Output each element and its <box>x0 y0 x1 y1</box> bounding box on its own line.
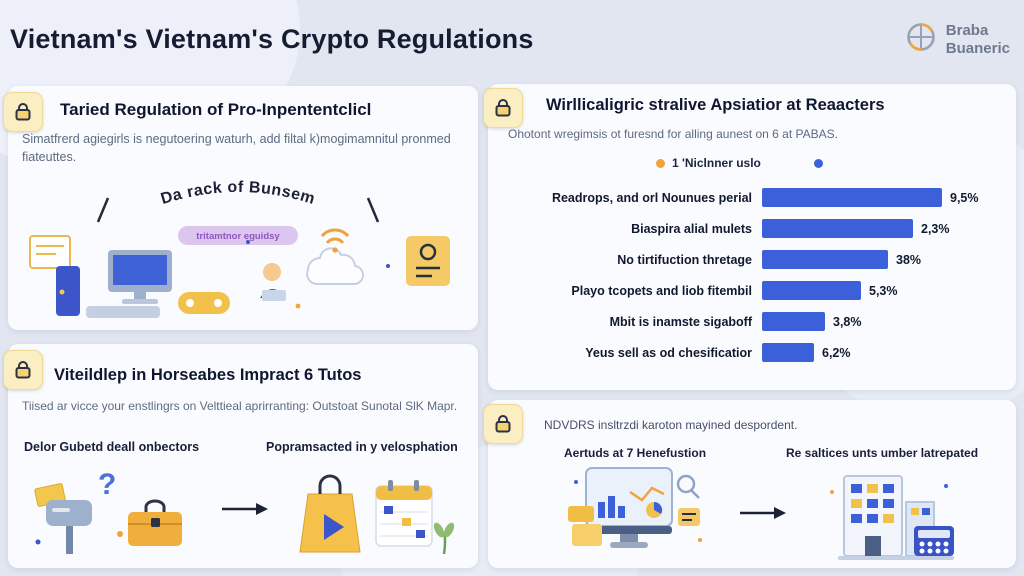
regulation-card-subtitle: Simatfrerd agiegirls is negutoering watu… <box>22 132 451 165</box>
arc-label: Da rack of Bunsem <box>159 179 317 208</box>
bar <box>762 188 942 207</box>
bar-chart-rows: Readrops, and orl Nounues perial 9,5% Bias… <box>500 182 1006 368</box>
computer-analytics-illustration <box>568 467 702 548</box>
bar <box>762 250 888 269</box>
chart-card-subtitle: Ohotont wregimsis ot furesnd for alling … <box>508 127 838 141</box>
card-process: NDVDRS insltrzdi karoton mayined despord… <box>488 400 1016 568</box>
card-chart: Wirllicaligric stralive Apsiatior at Rea… <box>488 84 1016 390</box>
bar-category-label: Mbit is inamste sigaboff <box>609 314 752 329</box>
bar-value-label: 5,3% <box>869 283 898 298</box>
arrow-right-icon <box>740 507 786 519</box>
bar-value-label: 38% <box>896 252 922 267</box>
lock-badge-icon <box>3 92 43 132</box>
legend-dot <box>813 158 823 168</box>
bar-category-label: No tirtifuction thretage <box>617 252 752 267</box>
brand-name-line2: Buaneric <box>945 39 1010 57</box>
bar-category-label: Playo tcopets and liob fitembil <box>571 283 752 298</box>
bar-category-label: Yeus sell as od chesificatior <box>585 345 752 360</box>
bar-category-label: Biaspira alial mulets <box>631 221 752 236</box>
lock-badge-icon <box>483 404 523 444</box>
bar-row: No tirtifuction thretage 38% <box>500 244 1006 275</box>
bar <box>762 343 814 362</box>
svg-text:?: ? <box>98 468 116 501</box>
bar <box>762 219 913 238</box>
impact-card-title: Viteildlep in Horseabes Impract 6 Tutos <box>54 366 362 384</box>
bar-row: Mbit is inamste sigaboff 3,8% <box>500 306 1006 337</box>
bar-value-label: 6,2% <box>822 345 851 360</box>
mailbox-toolbox-illustration: ? <box>34 468 182 554</box>
lock-badge-icon <box>483 88 523 128</box>
process-left-label: Aertuds at 7 Henefustion <box>564 446 707 460</box>
legend-label: 1 'Niclnner uslo <box>672 156 761 170</box>
brand-logo-icon <box>904 20 938 59</box>
impact-card-subtitle: Tiised ar vicce your enstlingrs on Veltt… <box>22 399 458 413</box>
svg-text:Da rack of Bunsem: Da rack of Bunsem <box>159 179 317 208</box>
bar-category-label: Readrops, and orl Nounues perial <box>551 190 752 205</box>
bar <box>762 281 861 300</box>
page-title: Vietnam's Vietnam's Crypto Regulations <box>10 24 534 54</box>
pill-label: tritamtnor eguidsy <box>196 231 280 242</box>
bag-calendar-illustration <box>299 474 455 555</box>
impact-left-label: Delor Gubetd deall onbectors <box>24 440 200 454</box>
bar-row: Biaspira alial mulets 2,3% <box>500 213 1006 244</box>
building-calculator-illustration <box>830 475 954 560</box>
card-impact: Viteildlep in Horseabes Impract 6 Tutos … <box>8 344 478 568</box>
card-regulation: Taried Regulation of Pro-Inpententclicl … <box>8 86 478 330</box>
bar-value-label: 2,3% <box>921 221 950 236</box>
arrow-right-icon <box>222 503 268 515</box>
legend-dot <box>656 158 665 168</box>
brand: Braba Buaneric <box>904 20 1010 59</box>
devices-illustration: Da rack of Bunsem tritamtnor eguidsy <box>29 179 450 318</box>
process-right-label: Re saltices unts umber latrepated <box>786 446 979 460</box>
impact-right-label: Popramsacted in y velosphation <box>266 440 458 454</box>
chart-legend: 1 'Niclnner uslo <box>656 156 823 170</box>
bar-value-label: 3,8% <box>833 314 862 329</box>
bar <box>762 312 825 331</box>
brand-name-line1: Braba <box>945 22 989 40</box>
bar-row: Readrops, and orl Nounues perial 9,5% <box>500 182 1006 213</box>
bar-value-label: 9,5% <box>950 190 979 205</box>
bar-row: Playo tcopets and liob fitembil 5,3% <box>500 275 1006 306</box>
chart-card-title: Wirllicaligric stralive Apsiatior at Rea… <box>546 96 885 114</box>
lock-badge-icon <box>3 350 43 390</box>
bar-row: Yeus sell as od chesificatior 6,2% <box>500 337 1006 368</box>
process-note: NDVDRS insltrzdi karoton mayined despord… <box>544 418 798 432</box>
regulation-card-title: Taried Regulation of Pro-Inpententclicl <box>60 100 372 119</box>
